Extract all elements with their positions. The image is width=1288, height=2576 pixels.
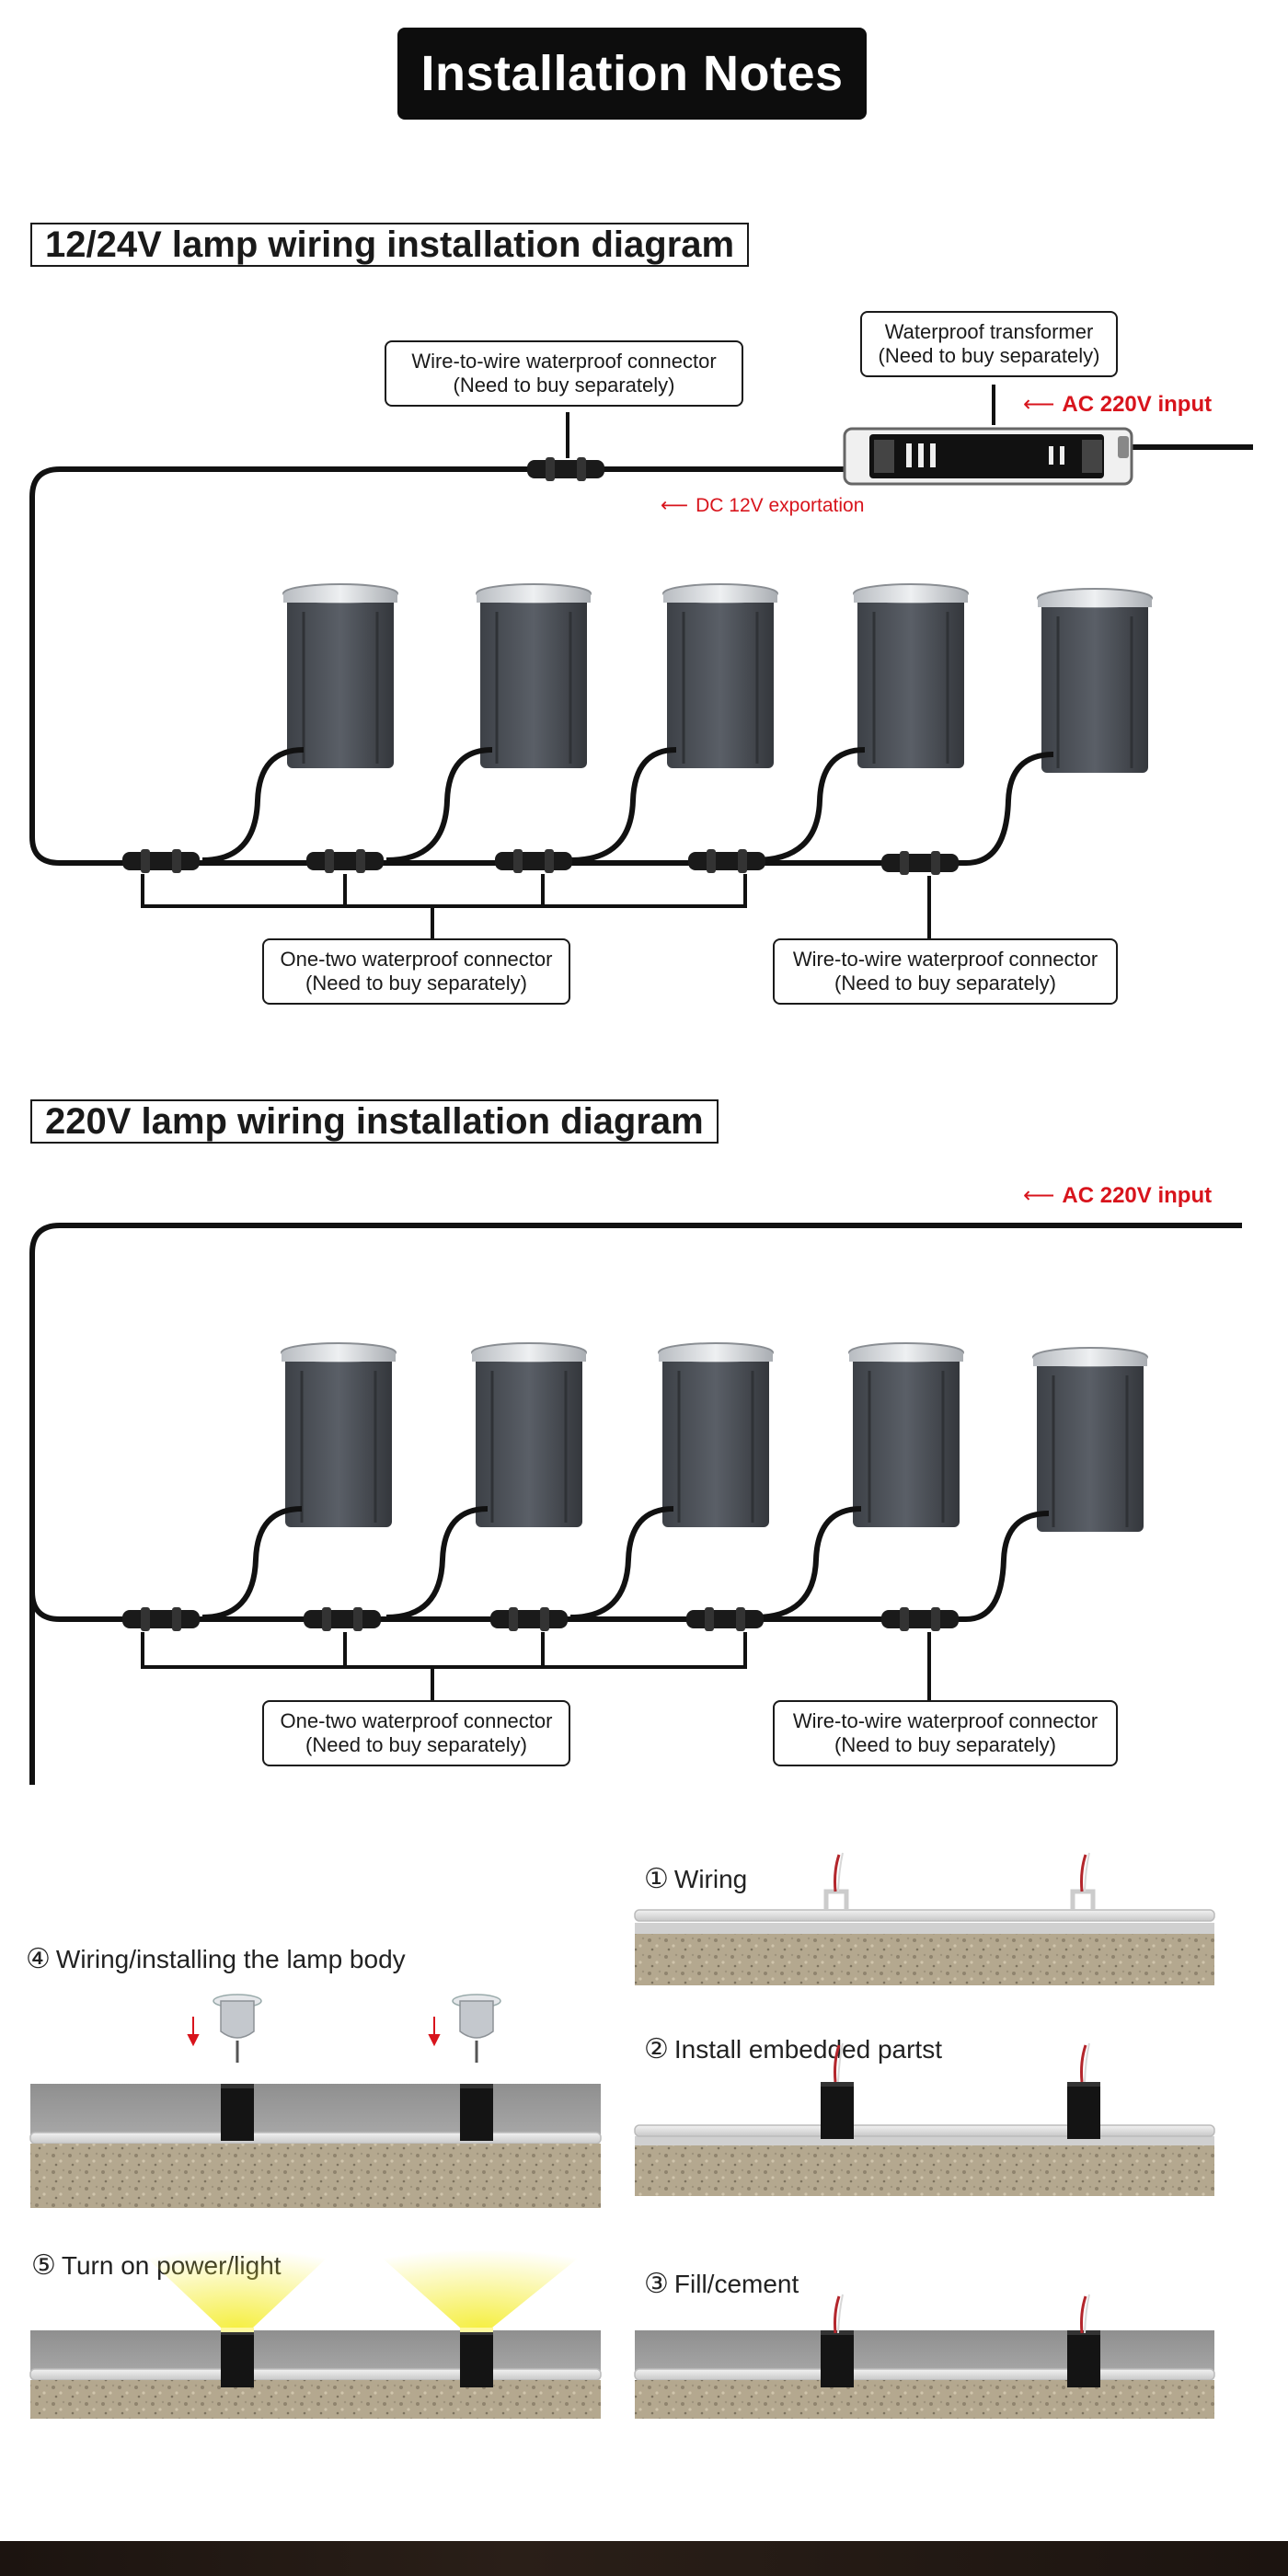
left-arrow-icon: ⟵ [661, 495, 689, 516]
wire-to-wire-connector-callout-1: Wire-to-wire waterproof connector (Need … [773, 938, 1118, 1005]
step-4-lamp-body-panel [29, 1994, 602, 2208]
down-arrow-icon [187, 2017, 441, 2047]
lamps-row-1 [282, 582, 1154, 775]
left-arrow-icon: ⟵ [1023, 1183, 1055, 1208]
step-5-light-panel [29, 2249, 602, 2419]
wire-to-wire-connector-row-1 [881, 851, 959, 875]
low-voltage-wiring-diagram [29, 385, 1253, 938]
section-title-high-voltage: 220V lamp wiring installation diagram [30, 1099, 719, 1144]
installation-steps-illustration [29, 1851, 1215, 2419]
one-two-connector-callout-1: One-two waterproof connector (Need to bu… [262, 938, 570, 1005]
ac-input-label-2: ⟵AC 220V input [1023, 1183, 1213, 1208]
waterproof-transformer [843, 427, 1133, 486]
wire-to-wire-connector-row-2 [881, 1607, 959, 1631]
lamps-row-2 [280, 1341, 1149, 1534]
section-title-low-voltage: 12/24V lamp wiring installation diagram [30, 223, 750, 267]
wire-to-wire-connector-callout-2: Wire-to-wire waterproof connector (Need … [773, 1700, 1118, 1766]
ac-input-label-1: ⟵AC 220V input [1023, 392, 1213, 417]
high-voltage-wiring-diagram [29, 1223, 1242, 1785]
transformer-callout: Waterproof transformer (Need to buy sepa… [860, 311, 1118, 377]
page-title: Installation Notes [397, 28, 867, 120]
one-two-connector-callout-2: One-two waterproof connector (Need to bu… [262, 1700, 570, 1766]
dc-output-label: ⟵DC 12V exportation [661, 495, 865, 516]
footer-bar [0, 2541, 1288, 2576]
step-1-wiring-panel [634, 1851, 1215, 1985]
left-arrow-icon: ⟵ [1023, 392, 1055, 417]
top-wire-to-wire-connector [527, 457, 604, 481]
step-3-cement-panel [634, 2293, 1215, 2419]
top-connector-callout: Wire-to-wire waterproof connector (Need … [385, 340, 743, 407]
step-2-embedded-panel [634, 2041, 1215, 2196]
